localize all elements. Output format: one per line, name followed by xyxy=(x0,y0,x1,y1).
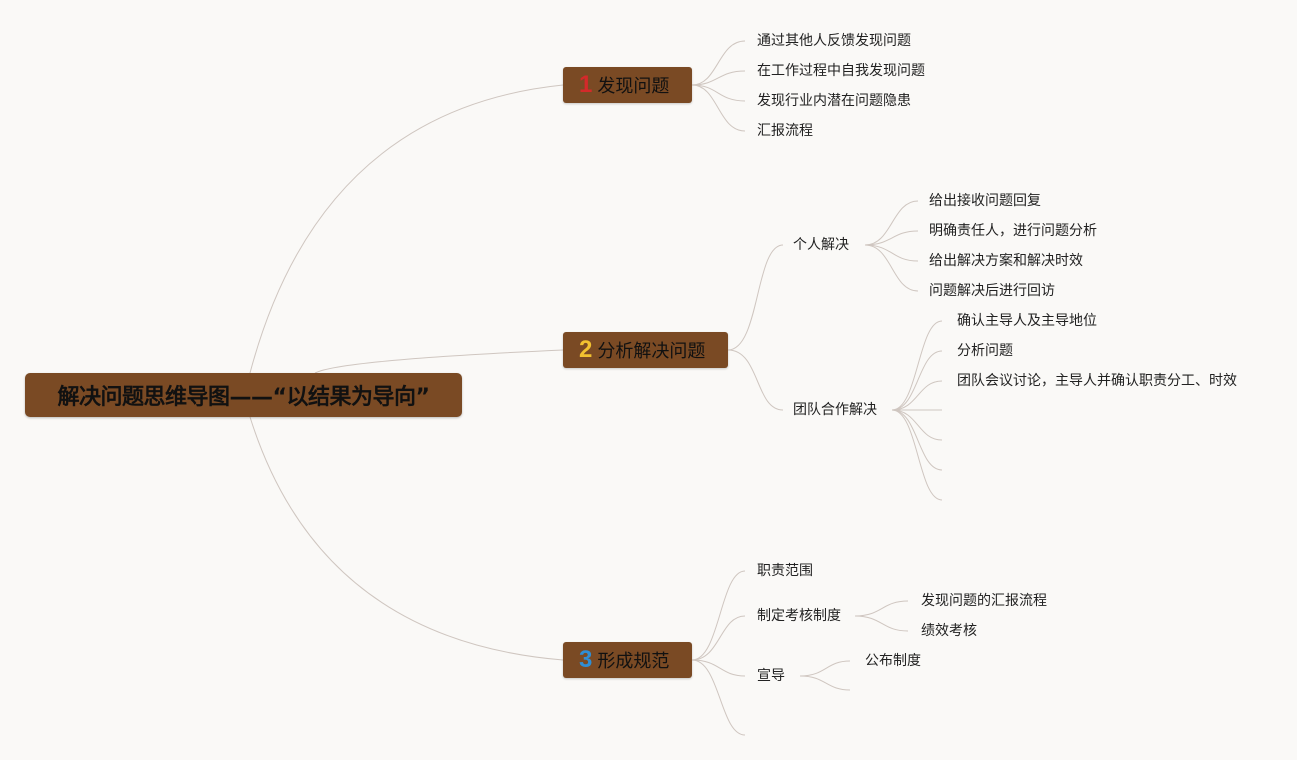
leaf-node[interactable]: 通过其他人反馈发现问题 xyxy=(757,33,911,49)
branch-discover-problem[interactable]: 1 发现问题 xyxy=(563,67,692,103)
leaf-node[interactable]: 给出解决方案和解决时效 xyxy=(929,253,1083,269)
sub-node-assessment[interactable]: 制定考核制度 xyxy=(757,608,841,624)
branch-label: 形成规范 xyxy=(597,651,670,672)
sub-node-personal[interactable]: 个人解决 xyxy=(793,237,849,253)
leaf-node[interactable]: 确认主导人及主导地位 xyxy=(957,313,1097,329)
number-3-icon: 3 xyxy=(579,646,593,673)
leaf-node[interactable]: 给出接收问题回复 xyxy=(929,193,1041,209)
sub-node-promotion[interactable]: 宣导 xyxy=(757,668,785,684)
sub-node-team[interactable]: 团队合作解决 xyxy=(793,402,877,418)
leaf-node[interactable]: 在工作过程中自我发现问题 xyxy=(757,63,925,79)
leaf-node[interactable]: 分析问题 xyxy=(957,343,1013,359)
branch-form-standards[interactable]: 3 形成规范 xyxy=(563,642,692,678)
leaf-node[interactable]: 汇报流程 xyxy=(757,123,813,139)
number-1-icon: 1 xyxy=(579,71,593,98)
leaf-node[interactable]: 问题解决后进行回访 xyxy=(929,283,1055,299)
leaf-node[interactable]: 团队会议讨论，主导人并确认职责分工、时效 xyxy=(957,373,1237,389)
sub-node-responsibility[interactable]: 职责范围 xyxy=(757,563,813,579)
branch-label: 分析解决问题 xyxy=(597,341,706,362)
leaf-node[interactable]: 发现问题的汇报流程 xyxy=(921,593,1047,609)
branch-label: 发现问题 xyxy=(597,76,670,97)
leaf-node[interactable]: 公布制度 xyxy=(865,653,921,669)
number-2-icon: 2 xyxy=(579,336,593,363)
leaf-node[interactable]: 绩效考核 xyxy=(921,623,977,639)
leaf-node[interactable]: 明确责任人，进行问题分析 xyxy=(929,223,1097,239)
leaf-node[interactable]: 发现行业内潜在问题隐患 xyxy=(757,93,911,109)
root-node[interactable]: 解决问题思维导图——“以结果为导向” xyxy=(25,373,462,417)
branch-analyze-solve[interactable]: 2 分析解决问题 xyxy=(563,332,728,368)
root-label: 解决问题思维导图——“以结果为导向” xyxy=(57,385,430,410)
